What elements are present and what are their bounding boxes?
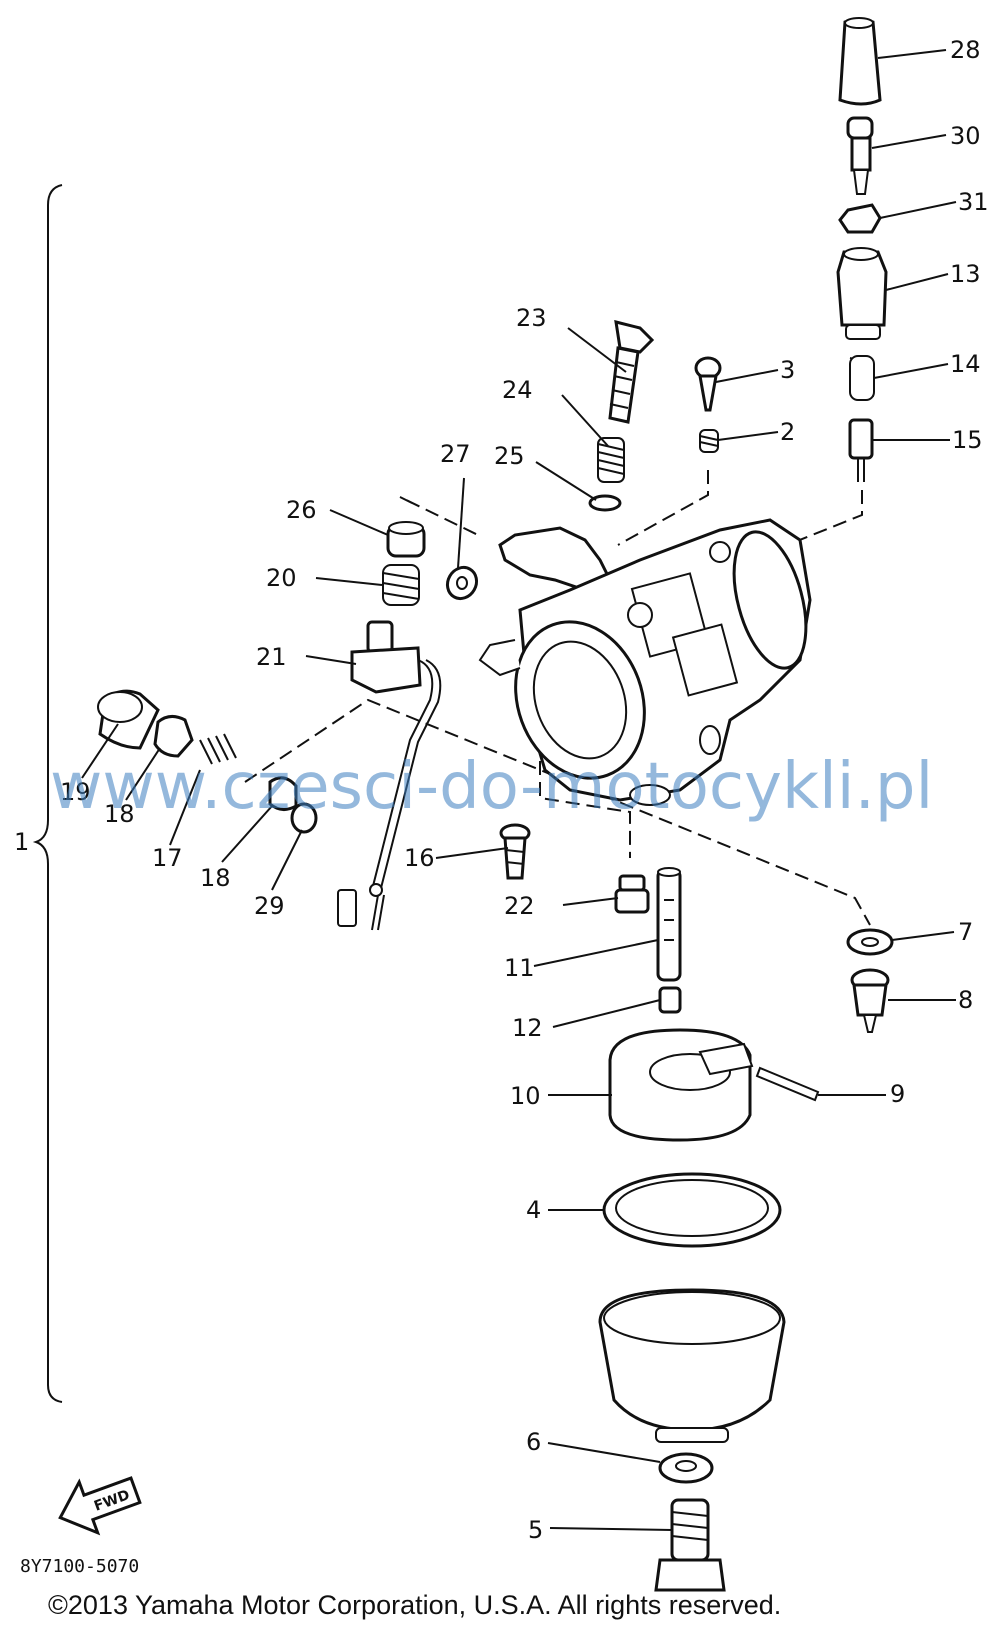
- callout-3: 3: [780, 356, 795, 384]
- part-8-float-valve: [850, 968, 890, 1033]
- part-23-screw: [608, 319, 655, 424]
- callout-1: 1: [14, 828, 29, 856]
- part-16-screw: [499, 823, 531, 880]
- copyright-text: ©2013 Yamaha Motor Corporation, U.S.A. A…: [48, 1590, 781, 1620]
- part-4-gasket: [602, 1172, 782, 1248]
- part-2-spring: [699, 429, 719, 453]
- callout-15: 15: [952, 426, 983, 454]
- callout-24: 24: [502, 376, 533, 404]
- float-bowl: [598, 1288, 786, 1443]
- part-7-washer: [846, 928, 894, 956]
- callout-26: 26: [286, 496, 317, 524]
- part-13-top: [836, 247, 888, 340]
- callout-21: 21: [256, 643, 287, 671]
- callout-18-a: 18: [104, 800, 135, 828]
- part-10-float: [608, 1028, 754, 1142]
- callout-11: 11: [504, 954, 535, 982]
- part-26-cap: [386, 521, 426, 558]
- callout-16: 16: [404, 844, 435, 872]
- callout-29: 29: [254, 892, 285, 920]
- callout-27: 27: [440, 440, 471, 468]
- part-3-screw: [694, 356, 722, 412]
- callout-13: 13: [950, 260, 981, 288]
- callout-23: 23: [516, 304, 547, 332]
- part-30-adjuster: [846, 116, 874, 195]
- part-24-spring: [597, 437, 625, 483]
- part-19-cover: [97, 689, 160, 750]
- callout-10: 10: [510, 1082, 541, 1110]
- callout-9: 9: [890, 1080, 905, 1108]
- part-11-needle-jet: [656, 867, 682, 982]
- part-27-washer: [445, 565, 479, 601]
- callout-30: 30: [950, 122, 981, 150]
- leader-lines: [81, 49, 957, 1531]
- part-12-main-jet: [658, 986, 682, 1014]
- callout-7: 7: [958, 918, 973, 946]
- fwd-arrow-icon: FWD: [58, 1476, 142, 1536]
- callout-8: 8: [958, 986, 973, 1014]
- part-29-washer: [290, 802, 318, 834]
- part-5-drain-plug: [654, 1498, 726, 1592]
- part-25-oring: [588, 494, 622, 512]
- callout-14: 14: [950, 350, 981, 378]
- callout-25: 25: [494, 442, 525, 470]
- callout-28: 28: [950, 36, 981, 64]
- callout-22: 22: [504, 892, 535, 920]
- part-31-nut: [838, 203, 882, 234]
- callout-2: 2: [780, 418, 795, 446]
- callout-labels: 28 30 31 13 14 15 23 3 24 2 27 25 26 20 …: [14, 36, 989, 1544]
- part-15-needle: [848, 418, 874, 482]
- callout-18-b: 18: [200, 864, 231, 892]
- part-20-spring: [382, 564, 420, 606]
- part-22-jet: [614, 874, 650, 914]
- part-14-spring: [849, 355, 875, 401]
- part-9-pin: [755, 1066, 820, 1102]
- part-17-spring: [199, 733, 237, 765]
- callout-17: 17: [152, 844, 183, 872]
- callout-4: 4: [526, 1196, 541, 1224]
- watermark-text: www.czesci-do-motocykli.pl: [50, 750, 933, 824]
- callout-5: 5: [528, 1516, 543, 1544]
- callout-6: 6: [526, 1428, 541, 1456]
- part-6-washer: [658, 1452, 714, 1484]
- assembly-bracket: [32, 184, 63, 1403]
- callout-12: 12: [512, 1014, 543, 1042]
- carburetor-body: [478, 518, 812, 806]
- callout-19: 19: [60, 778, 91, 806]
- part-21-plunger: [337, 620, 442, 931]
- callout-31: 31: [958, 188, 989, 216]
- diagram-code: 8Y7100-5070: [20, 1556, 139, 1577]
- callout-20: 20: [266, 564, 297, 592]
- part-28-cap: [838, 17, 882, 106]
